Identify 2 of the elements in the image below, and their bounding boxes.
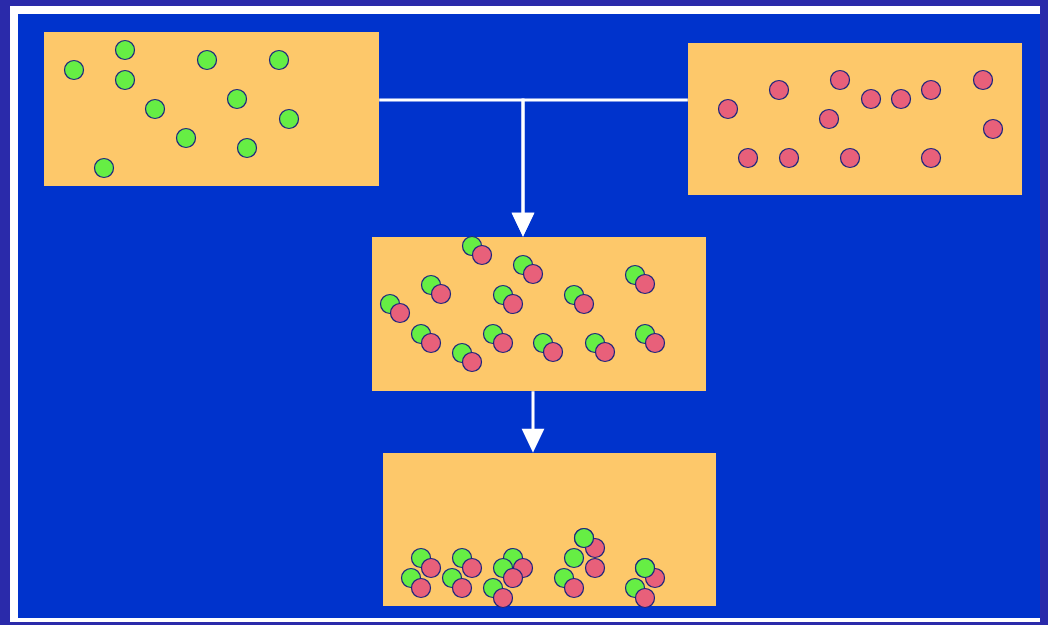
container-box [688, 43, 1022, 195]
container-box [44, 32, 379, 186]
